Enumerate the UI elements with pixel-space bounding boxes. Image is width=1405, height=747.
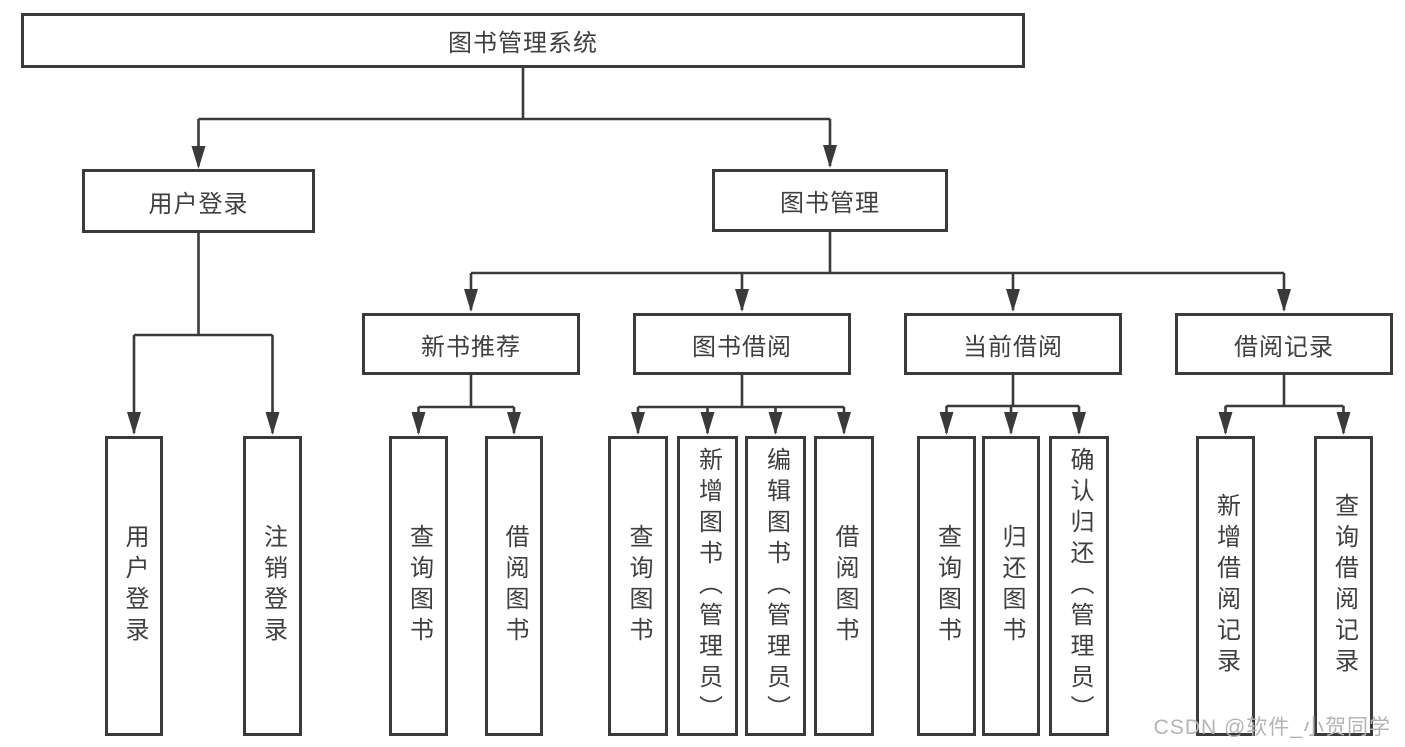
leaf-query-books-current-label: 查询图书 — [933, 524, 961, 648]
leaf-query-borrow-record-label: 查询借阅记录 — [1330, 493, 1358, 679]
node-current-borrowing: 当前借阅 — [904, 313, 1122, 375]
leaf-logout-login-label: 注销登录 — [259, 524, 287, 648]
connector-root — [197, 68, 832, 166]
node-new-book-recommendation: 新书推荐 — [362, 313, 580, 375]
leaf-add-borrow-record-label: 新增借阅记录 — [1212, 493, 1240, 679]
node-user-login: 用户登录 — [82, 169, 315, 233]
leaf-query-borrow-record: 查询借阅记录 — [1314, 436, 1373, 736]
leaf-borrow-books-recommend-label: 借阅图书 — [501, 524, 528, 648]
leaf-logout-login: 注销登录 — [243, 436, 302, 736]
watermark: CSDN @软件_小贺同学 — [1153, 716, 1391, 739]
leaf-query-books-recommend: 查询图书 — [389, 436, 448, 736]
node-library-management-system: 图书管理系统 — [21, 13, 1025, 68]
leaf-query-books-recommend-label: 查询图书 — [405, 524, 433, 648]
leaf-confirm-return-admin-label: 确认归还（管理员） — [1066, 446, 1093, 726]
leaf-add-books-admin: 新增图书（管理员） — [677, 436, 738, 736]
leaf-add-books-admin-label: 新增图书（管理员） — [694, 446, 722, 726]
leaf-borrow-books-recommend: 借阅图书 — [485, 436, 543, 736]
leaf-query-books-borrowing-label: 查询图书 — [625, 524, 652, 648]
connector-book-management — [469, 232, 1286, 310]
leaf-user-login-label: 用户登录 — [121, 524, 148, 648]
leaf-edit-books-admin-label: 编辑图书（管理员） — [762, 446, 790, 726]
node-book-borrowing: 图书借阅 — [633, 313, 851, 375]
connector-new-book — [417, 375, 516, 433]
node-book-management: 图书管理 — [712, 169, 948, 232]
leaf-query-books-current: 查询图书 — [917, 436, 976, 736]
node-borrowing-records: 借阅记录 — [1175, 313, 1393, 375]
connector-user-login — [132, 233, 274, 433]
connector-book-borrow — [636, 375, 846, 433]
leaf-add-borrow-record: 新增借阅记录 — [1196, 436, 1255, 736]
leaf-user-login: 用户登录 — [105, 436, 163, 736]
leaf-return-books: 归还图书 — [982, 436, 1040, 736]
leaf-confirm-return-admin: 确认归还（管理员） — [1049, 436, 1109, 736]
leaf-return-books-label: 归还图书 — [998, 524, 1025, 648]
leaf-borrow-books-borrowing: 借阅图书 — [814, 436, 874, 736]
leaf-query-books-borrowing: 查询图书 — [608, 436, 668, 736]
connector-borrow-records — [1224, 375, 1345, 433]
leaf-borrow-books-borrowing-label: 借阅图书 — [831, 524, 858, 648]
leaf-edit-books-admin: 编辑图书（管理员） — [745, 436, 806, 736]
